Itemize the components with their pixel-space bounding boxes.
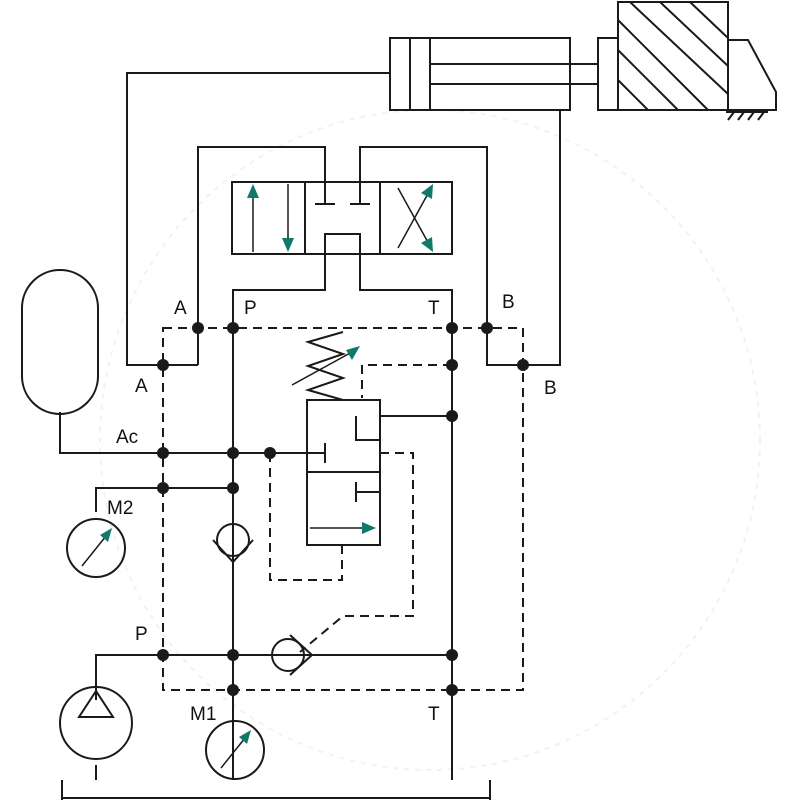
check-valve-icon [271,634,314,676]
port-ac-label: Ac [116,427,138,448]
pressure-lines [59,72,561,800]
hatched-mass-icon [597,1,777,111]
block-port-b-label: B [544,378,557,399]
valve-port-a-label: A [174,298,187,319]
valve-port-t-label: T [428,298,440,319]
pressure-gauge-icon [205,720,265,780]
check-valve-icon [212,523,254,564]
pump-icon [59,686,133,760]
gauge-m2-label: M2 [107,498,133,519]
accumulator-charging-valve-icon [291,331,381,546]
pilot-lines [162,327,524,691]
port-t-label: T [428,704,440,725]
valve-port-p-label: P [244,298,257,319]
accumulator-icon [21,269,99,415]
ground-hatch-icon [726,111,768,121]
junction-dots [157,322,529,696]
block-port-a-label: A [135,376,148,397]
cylinder-icon [389,37,599,111]
gauge-m1-label: M1 [190,704,216,725]
directional-valve-icon [231,181,453,255]
pressure-gauge-icon [66,518,126,578]
valve-port-b-label: B [502,292,515,313]
port-p-label: P [135,624,148,645]
